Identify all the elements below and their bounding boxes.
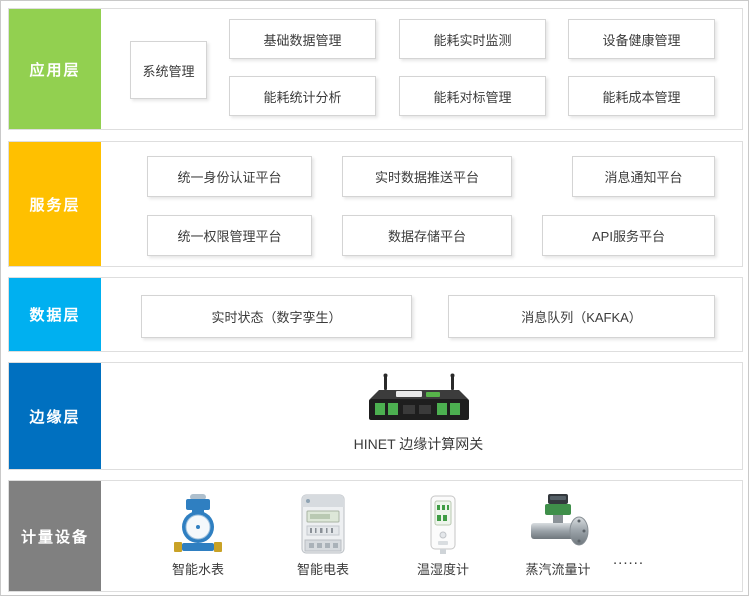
water-meter-label: 智能水表: [171, 562, 224, 577]
electricity-meter-label: 智能电表: [296, 562, 349, 577]
edge-gateway-caption: HINET 边缘计算网关: [353, 436, 484, 452]
node-unified-identity-auth-platform: 统一身份认证平台: [147, 156, 312, 197]
device-steam-flow-meter: 蒸汽流量计: [503, 493, 613, 578]
node-unified-permission-platform: 统一权限管理平台: [147, 215, 312, 256]
device-smart-water-meter: 智能水表: [143, 493, 253, 578]
edge-layer-band: 边缘层 HINET 边缘计算网关: [8, 362, 743, 470]
service-layer-label: 服务层: [9, 142, 101, 266]
data-layer-band: 数据层 实时状态（数字孪生） 消息队列（KAFKA）: [8, 277, 743, 352]
metering-layer-band: 计量设备 智能水表: [8, 480, 743, 592]
data-layer-label: 数据层: [9, 278, 101, 351]
thermo-hygrometer-icon: [418, 493, 468, 555]
node-equipment-health-management: 设备健康管理: [568, 19, 715, 59]
application-layer-band: 应用层 系统管理 基础数据管理 能耗实时监测 设备健康管理 能耗统计分析 能耗对…: [8, 8, 743, 130]
node-realtime-status-digital-twin: 实时状态（数字孪生）: [141, 295, 412, 338]
node-energy-realtime-monitoring: 能耗实时监测: [399, 19, 546, 59]
metering-layer-label: 计量设备: [9, 481, 101, 591]
node-energy-cost-management: 能耗成本管理: [568, 76, 715, 116]
edge-gateway-icon: [368, 373, 469, 420]
node-data-storage-platform: 数据存储平台: [342, 215, 512, 256]
node-message-queue-kafka: 消息队列（KAFKA）: [448, 295, 715, 338]
electricity-meter-icon: [293, 493, 353, 555]
service-layer-band: 服务层 统一身份认证平台 实时数据推送平台 消息通知平台 统一权限管理平台 数据…: [8, 141, 743, 267]
application-layer-label: 应用层: [9, 9, 101, 129]
steam-flowmeter-label: 蒸汽流量计: [525, 562, 591, 577]
device-smart-electricity-meter: 智能电表: [268, 493, 378, 578]
node-message-notification-platform: 消息通知平台: [572, 156, 715, 197]
node-system-management: 系统管理: [130, 41, 207, 99]
node-realtime-data-push-platform: 实时数据推送平台: [342, 156, 512, 197]
node-energy-benchmarking-management: 能耗对标管理: [399, 76, 546, 116]
steam-flowmeter-icon: [523, 493, 593, 555]
node-api-service-platform: API服务平台: [542, 215, 715, 256]
edge-gateway-block: HINET 边缘计算网关: [101, 373, 736, 454]
node-energy-statistics-analysis: 能耗统计分析: [229, 76, 376, 116]
device-thermo-hygrometer: 温湿度计: [388, 493, 498, 578]
node-basic-data-management: 基础数据管理: [229, 19, 376, 59]
water-meter-icon: [163, 493, 233, 555]
more-devices-ellipsis: ......: [613, 551, 645, 568]
thermo-hygrometer-label: 温湿度计: [416, 562, 469, 577]
edge-layer-label: 边缘层: [9, 363, 101, 469]
